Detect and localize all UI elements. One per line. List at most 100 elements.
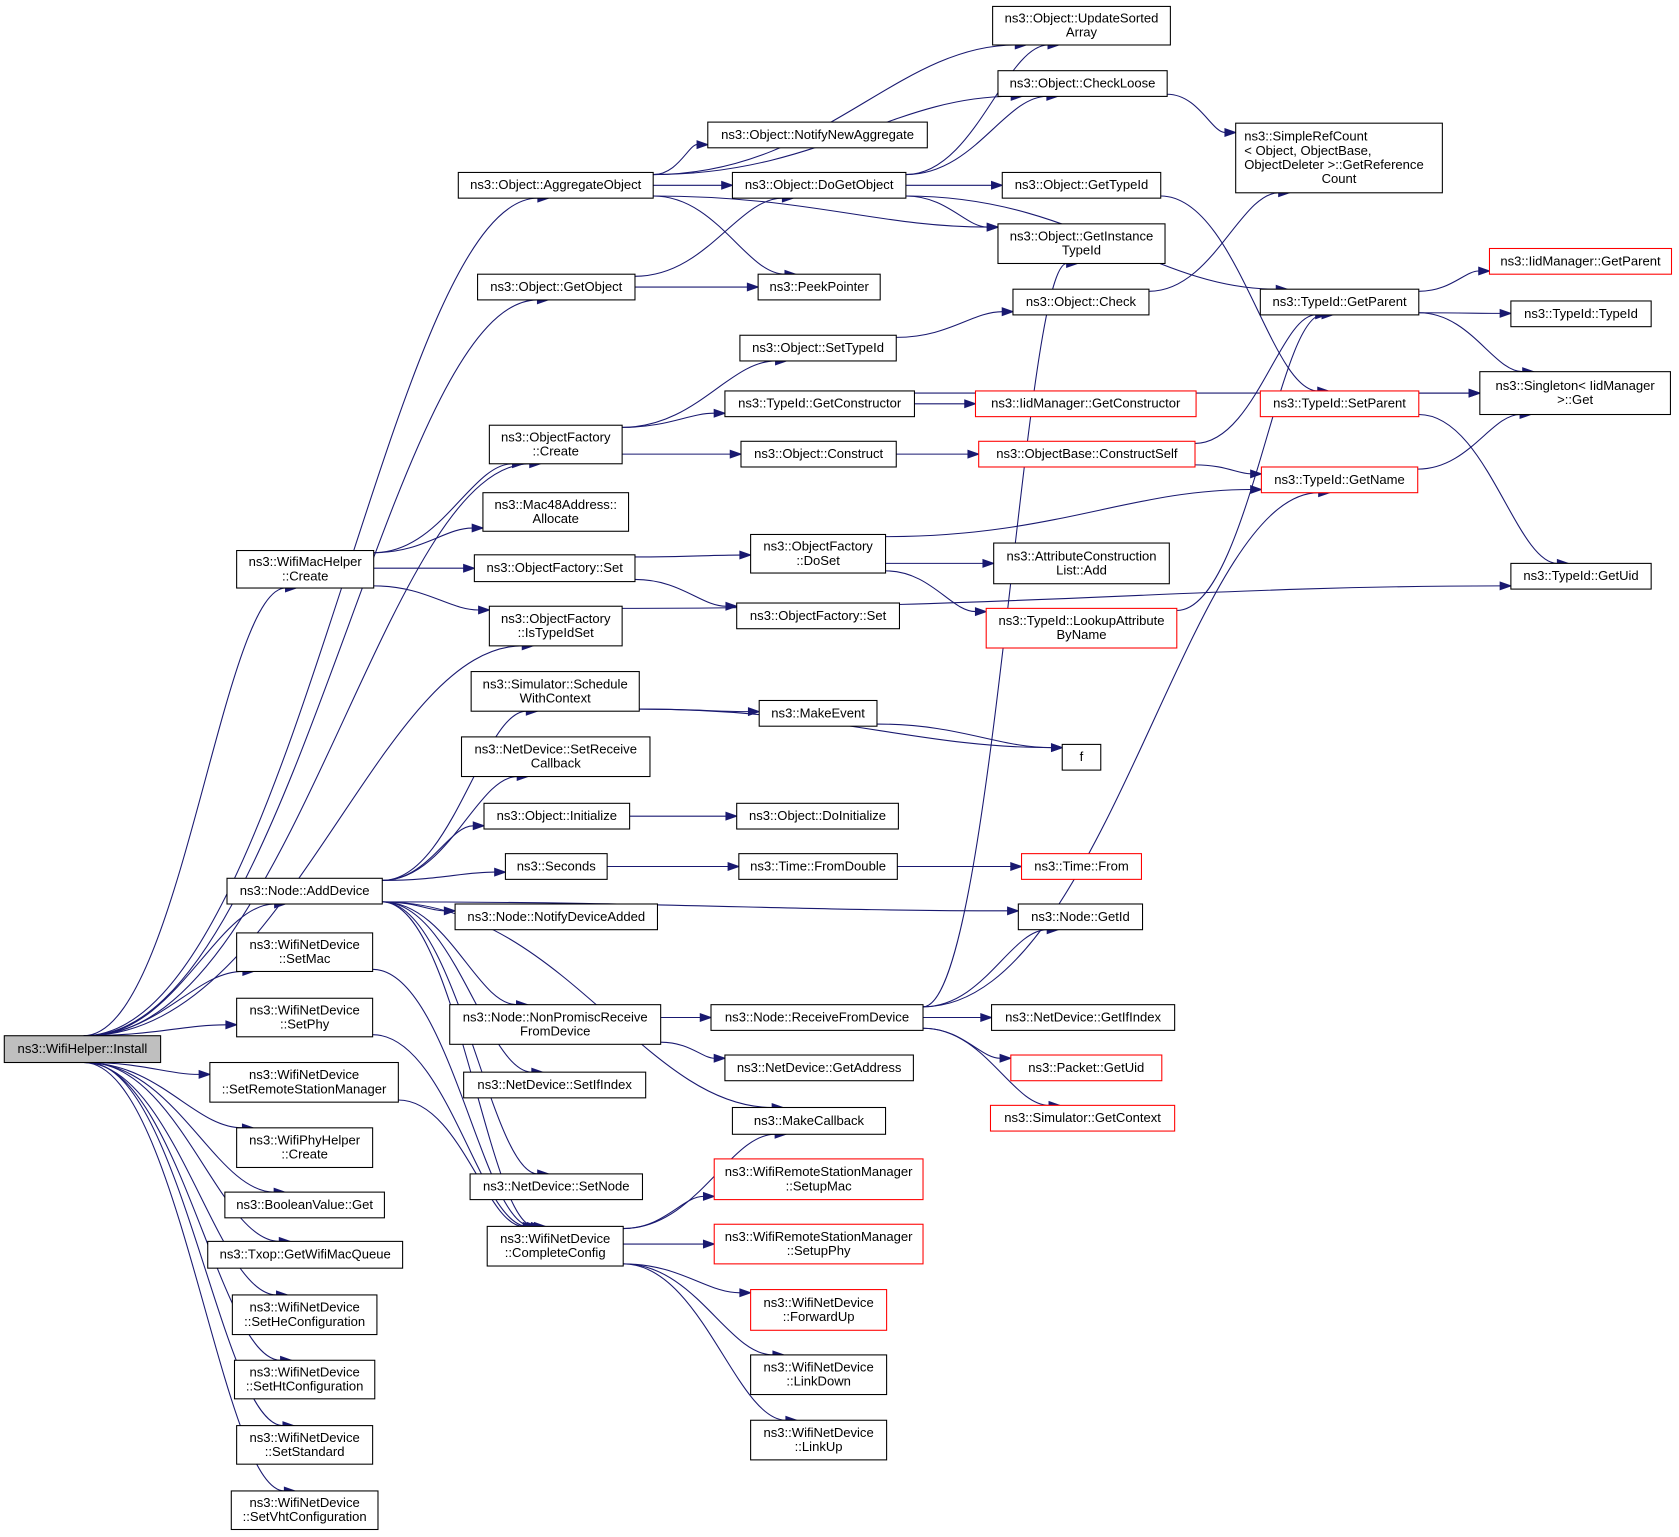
node-typeidgetparent[interactable]: ns3::TypeId::GetParent bbox=[1259, 288, 1420, 316]
node-typeidsetparent[interactable]: ns3::TypeId::SetParent bbox=[1259, 390, 1420, 418]
node-iidgetconstructor[interactable]: ns3::IidManager::GetConstructor bbox=[974, 390, 1197, 418]
node-sethe[interactable]: ns3::WifiNetDevice::SetHeConfiguration bbox=[231, 1294, 378, 1336]
node-label: ::LinkUp bbox=[795, 1439, 843, 1454]
node-label: f bbox=[1080, 749, 1084, 764]
node-settypeid[interactable]: ns3::Object::SetTypeId bbox=[739, 334, 897, 362]
node-label: < Object, ObjectBase, bbox=[1244, 143, 1371, 158]
node-box bbox=[1510, 300, 1652, 328]
node-getobject[interactable]: ns3::Object::GetObject bbox=[477, 273, 636, 301]
node-notifyagg[interactable]: ns3::Object::NotifyNewAggregate bbox=[707, 121, 928, 149]
node-typeidgetuid[interactable]: ns3::TypeId::GetUid bbox=[1510, 562, 1652, 590]
node-iidgetparent[interactable]: ns3::IidManager::GetParent bbox=[1488, 247, 1673, 275]
edge-line bbox=[634, 554, 740, 558]
node-checkloose[interactable]: ns3::Object::CheckLoose bbox=[997, 70, 1168, 97]
node-label: ns3::WifiNetDevice bbox=[764, 1295, 874, 1310]
call-edge-install-to-istypeidset bbox=[85, 641, 535, 1037]
edge-line bbox=[885, 488, 1251, 538]
node-singletonget[interactable]: ns3::Singleton< IidManager>::Get bbox=[1479, 371, 1671, 416]
node-typeidgetname[interactable]: ns3::TypeId::GetName bbox=[1260, 466, 1419, 494]
node-initialize[interactable]: ns3::Object::Initialize bbox=[483, 802, 631, 830]
node-box bbox=[713, 1158, 924, 1201]
node-setvht[interactable]: ns3::WifiNetDevice::SetVhtConfiguration bbox=[230, 1490, 379, 1531]
node-notifydev[interactable]: ns3::Node::NotifyDeviceAdded bbox=[454, 903, 659, 931]
node-setmac[interactable]: ns3::WifiNetDevice::SetMac bbox=[236, 932, 374, 973]
node-install[interactable]: ns3::WifiHelper::Install bbox=[3, 1035, 162, 1064]
node-completeconfig[interactable]: ns3::WifiNetDevice::CompleteConfig bbox=[486, 1225, 624, 1267]
node-linkdown[interactable]: ns3::WifiNetDevice::LinkDown bbox=[750, 1354, 888, 1396]
node-recvfromdev[interactable]: ns3::Node::ReceiveFromDevice bbox=[710, 1004, 924, 1031]
node-setht[interactable]: ns3::WifiNetDevice::SetHtConfiguration bbox=[233, 1359, 376, 1400]
node-boolget[interactable]: ns3::BooleanValue::Get bbox=[224, 1191, 385, 1219]
node-packetgetuid[interactable]: ns3::Packet::GetUid bbox=[1010, 1054, 1163, 1082]
node-setphy[interactable]: ns3::WifiNetDevice::SetPhy bbox=[236, 997, 374, 1038]
node-forwardup[interactable]: ns3::WifiNetDevice::ForwardUp bbox=[750, 1289, 888, 1331]
node-doinitialize[interactable]: ns3::Object::DoInitialize bbox=[736, 802, 899, 830]
node-ofset2[interactable]: ns3::ObjectFactory::Set bbox=[736, 602, 900, 630]
node-check[interactable]: ns3::Object::Check bbox=[1012, 288, 1150, 316]
call-edge-aggregate-to-peek bbox=[653, 195, 798, 279]
node-construct[interactable]: ns3::Object::Construct bbox=[740, 440, 897, 468]
node-getconstructor[interactable]: ns3::TypeId::GetConstructor bbox=[724, 390, 915, 418]
node-getaddress[interactable]: ns3::NetDevice::GetAddress bbox=[724, 1054, 914, 1082]
node-box bbox=[457, 171, 654, 199]
node-setstd[interactable]: ns3::WifiNetDevice::SetStandard bbox=[236, 1425, 374, 1465]
edge-line bbox=[622, 360, 776, 428]
node-istypeidset[interactable]: ns3::ObjectFactory::IsTypeIdSet bbox=[488, 605, 623, 647]
node-wmhcreate[interactable]: ns3::WifiMacHelper::Create bbox=[236, 549, 375, 589]
node-box bbox=[757, 273, 881, 301]
node-dogetobject[interactable]: ns3::Object::DoGetObject bbox=[731, 171, 907, 199]
node-simgetctx[interactable]: ns3::Simulator::GetContext bbox=[989, 1104, 1176, 1132]
node-makeevent[interactable]: ns3::MakeEvent bbox=[758, 699, 878, 727]
node-peek[interactable]: ns3::PeekPointer bbox=[757, 273, 881, 301]
node-ofset[interactable]: ns3::ObjectFactory::Set bbox=[473, 554, 636, 583]
arrowhead-icon bbox=[986, 222, 1000, 232]
node-timefrom[interactable]: ns3::Time::From bbox=[1020, 853, 1142, 880]
node-setrsm[interactable]: ns3::WifiNetDevice::SetRemoteStationMana… bbox=[209, 1061, 399, 1103]
node-label: ns3::WifiNetDevice bbox=[250, 1364, 360, 1379]
node-box bbox=[236, 997, 374, 1038]
node-aggregate[interactable]: ns3::Object::AggregateObject bbox=[457, 171, 654, 199]
node-seconds[interactable]: ns3::Seconds bbox=[504, 853, 608, 880]
edge-line bbox=[905, 195, 988, 228]
node-ofdoset[interactable]: ns3::ObjectFactory::DoSet bbox=[750, 533, 887, 574]
arrowhead-icon bbox=[699, 1013, 713, 1023]
node-simplerefcount[interactable]: ns3::SimpleRefCount< Object, ObjectBase,… bbox=[1235, 122, 1443, 194]
node-adddevice[interactable]: ns3::Node::AddDevice bbox=[226, 877, 383, 905]
node-constructself[interactable]: ns3::ObjectBase::ConstructSelf bbox=[978, 440, 1196, 468]
node-box bbox=[1259, 390, 1420, 418]
node-txopq[interactable]: ns3::Txop::GetWifiMacQueue bbox=[207, 1240, 404, 1269]
edge-line bbox=[382, 871, 495, 881]
node-ofcreate[interactable]: ns3::ObjectFactory::Create bbox=[488, 424, 623, 465]
node-getifindex[interactable]: ns3::NetDevice::GetIfIndex bbox=[991, 1004, 1176, 1031]
node-box bbox=[1510, 562, 1652, 590]
node-setifindex[interactable]: ns3::NetDevice::SetIfIndex bbox=[463, 1071, 647, 1099]
node-box bbox=[488, 605, 623, 647]
node-wphcreate[interactable]: ns3::WifiPhyHelper::Create bbox=[236, 1127, 374, 1169]
node-setupmac[interactable]: ns3::WifiRemoteStationManager::SetupMac bbox=[713, 1158, 924, 1201]
node-linkup[interactable]: ns3::WifiNetDevice::LinkUp bbox=[750, 1419, 888, 1461]
node-box bbox=[483, 802, 631, 830]
node-makecallback[interactable]: ns3::MakeCallback bbox=[731, 1106, 887, 1135]
node-setnode[interactable]: ns3::NetDevice::SetNode bbox=[469, 1173, 644, 1201]
node-nodegetid[interactable]: ns3::Node::GetId bbox=[1017, 903, 1144, 931]
node-gettypeid[interactable]: ns3::Object::GetTypeId bbox=[1001, 171, 1162, 199]
node-macalloc[interactable]: ns3::Mac48Address::Allocate bbox=[482, 492, 630, 532]
edge-line bbox=[1418, 413, 1558, 564]
node-label: ns3::Mac48Address:: bbox=[494, 497, 617, 512]
arrowhead-icon bbox=[1478, 266, 1492, 276]
node-fromdouble[interactable]: ns3::Time::FromDouble bbox=[738, 853, 898, 880]
call-edge-makeevent-to-f bbox=[876, 723, 1064, 753]
node-typeidtypeid[interactable]: ns3::TypeId::TypeId bbox=[1510, 300, 1652, 328]
node-box bbox=[750, 1289, 888, 1331]
node-setupphy[interactable]: ns3::WifiRemoteStationManager::SetupPhy bbox=[713, 1223, 924, 1265]
edge-line bbox=[373, 585, 479, 611]
edge-line bbox=[85, 299, 538, 1037]
node-f[interactable]: f bbox=[1061, 743, 1102, 771]
